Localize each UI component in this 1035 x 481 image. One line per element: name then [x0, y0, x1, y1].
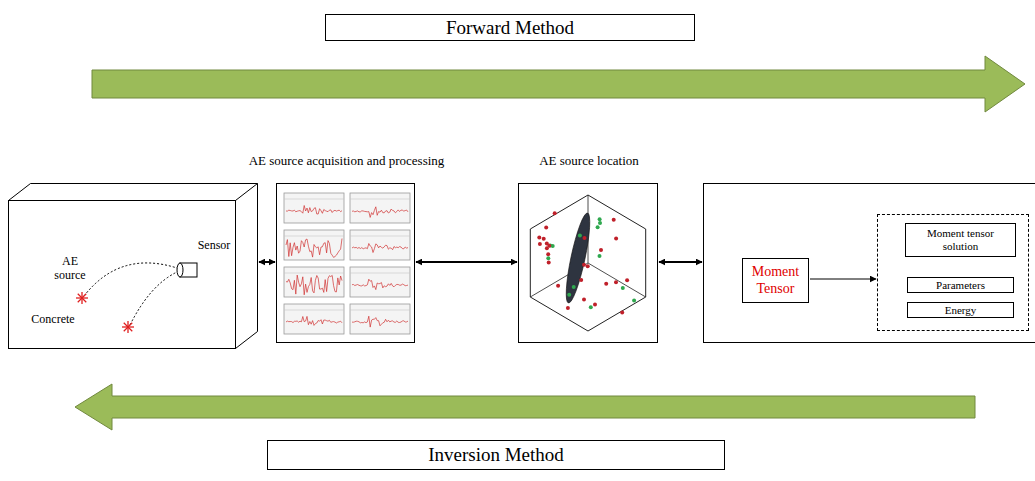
- event-dot: [572, 285, 576, 289]
- event-dot: [586, 264, 590, 268]
- forward-arrow: [92, 56, 1025, 112]
- panel-rule: [350, 273, 410, 274]
- sensor-symbol: [177, 263, 197, 277]
- concrete-block: [9, 184, 258, 349]
- event-dot: [579, 278, 583, 282]
- node-text: Forward Method: [443, 17, 577, 39]
- panel-rule: [350, 236, 410, 237]
- waveform: [352, 207, 408, 218]
- panel-rule: [284, 236, 344, 237]
- node-text: AE source: [46, 255, 94, 283]
- cube-edge: [588, 263, 646, 297]
- connector-arrow: [659, 261, 702, 263]
- event-dot: [578, 234, 582, 238]
- event-dot: [546, 252, 550, 256]
- panel-rule: [284, 310, 344, 311]
- waveform: [286, 316, 342, 325]
- event-dot: [538, 242, 542, 246]
- inversion-arrow: [75, 384, 975, 430]
- event-dot: [596, 225, 600, 229]
- waveform-panel: [350, 193, 410, 223]
- node-text: AE source location: [449, 154, 729, 169]
- waveform-panel: [350, 230, 410, 260]
- event-dot: [547, 261, 551, 265]
- output-box: Parameters: [907, 277, 1014, 294]
- event-dot: [598, 217, 602, 221]
- output-box: Moment tensor solution: [905, 223, 1016, 257]
- node-text: Inversion Method: [425, 444, 567, 466]
- event-dot: [625, 278, 629, 282]
- cube-outline: [530, 195, 645, 331]
- waveform: [352, 279, 408, 289]
- node-text: Moment Tensor: [743, 264, 808, 296]
- waveform: [286, 239, 342, 258]
- connector-arrow: [259, 261, 275, 263]
- waveform-panel: [284, 304, 344, 334]
- event-dot: [614, 237, 618, 241]
- waveform-panel: [350, 304, 410, 334]
- node-text: Energy: [942, 304, 980, 317]
- panel-rule: [284, 199, 344, 200]
- event-dot: [589, 305, 593, 309]
- crack-plane: [562, 212, 595, 305]
- event-dot: [598, 254, 602, 258]
- concrete-specimen: AE source SensorConcrete: [8, 183, 258, 349]
- analysis-box: Moment Tensor Moment tensor solutionParam…: [703, 183, 1035, 343]
- star-stroke: [124, 323, 132, 331]
- event-dot: [544, 225, 548, 229]
- output-group: Moment tensor solutionParametersEnergy: [877, 214, 1029, 331]
- panel-rule: [284, 273, 344, 274]
- event-dot: [599, 248, 603, 252]
- event-dot: [551, 244, 555, 248]
- event-dot: [620, 311, 624, 315]
- method-label-box: Inversion Method: [267, 440, 725, 470]
- node-text: Concrete: [18, 313, 88, 327]
- node-text: Moment tensor solution: [906, 227, 1015, 252]
- location-box: AE source location: [518, 183, 658, 343]
- panel-rule: [350, 199, 410, 200]
- event-dot: [542, 237, 546, 241]
- event-dot: [556, 284, 560, 288]
- node-text: AE source acquisition and processing: [207, 154, 486, 169]
- node-text: Parameters: [933, 279, 988, 292]
- waveform: [286, 206, 342, 215]
- event-dot: [614, 280, 618, 284]
- waveform-panels: [284, 193, 410, 334]
- event-dot: [566, 306, 570, 310]
- wave-path: [84, 263, 177, 325]
- event-dot: [604, 282, 608, 286]
- event-dot: [547, 244, 551, 248]
- event-dot: [598, 221, 602, 225]
- waveform-panel: [284, 267, 344, 297]
- event-dot: [537, 236, 541, 240]
- event-dot: [612, 218, 616, 222]
- star-stroke: [78, 294, 86, 302]
- location-plot: [530, 195, 645, 331]
- waveform: [286, 275, 342, 295]
- event-dot: [593, 302, 597, 306]
- event-dot: [632, 298, 636, 302]
- output-box: Energy: [907, 302, 1014, 319]
- event-dot: [553, 211, 557, 215]
- moment-tensor-box: Moment Tensor: [742, 258, 809, 303]
- node-text: Sensor: [184, 239, 244, 253]
- event-dot: [546, 256, 550, 260]
- event-dot: [582, 298, 586, 302]
- connector-arrow: [810, 279, 876, 280]
- event-dot: [583, 236, 587, 240]
- waveform: [352, 316, 408, 327]
- ae-source-star: [76, 292, 134, 333]
- waveform-panel: [284, 230, 344, 260]
- event-dot: [621, 286, 625, 290]
- waveform-panel: [284, 193, 344, 223]
- waveform-panel: [350, 267, 410, 297]
- event-dot: [567, 293, 571, 297]
- waveform: [352, 244, 408, 253]
- panel-rule: [350, 310, 410, 311]
- acquisition-box: AE source acquisition and processing: [276, 183, 415, 343]
- method-label-box: Forward Method: [325, 14, 695, 41]
- event-dot: [582, 263, 586, 267]
- connector-arrow: [416, 261, 517, 263]
